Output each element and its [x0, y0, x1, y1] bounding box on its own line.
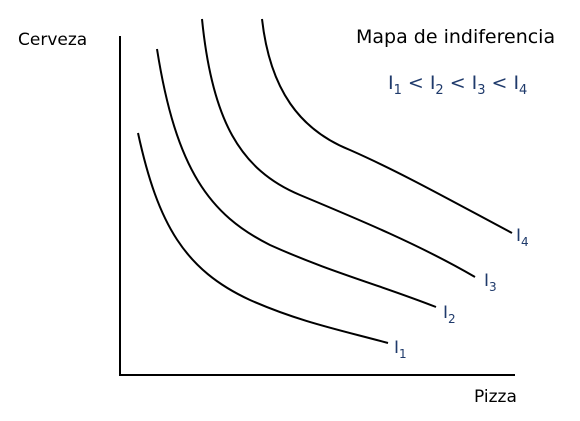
ordering-sub-2: 2 — [435, 83, 443, 98]
indifference-curve-3 — [201, 18, 476, 278]
ordering-sep-2: < — [450, 72, 466, 94]
ordering-letter-3: I — [472, 72, 478, 94]
curve-label-4: I4 — [516, 226, 529, 249]
indifference-curve-2 — [156, 48, 437, 308]
ordering-legend: I1<I2<I3<I4 — [388, 72, 527, 98]
indifference-curve-4 — [261, 18, 513, 234]
curve-label-3: I3 — [484, 271, 497, 294]
ordering-sep-1: < — [408, 72, 424, 94]
x-axis-label: Pizza — [474, 387, 517, 407]
ordering-letter-4: I — [513, 72, 519, 94]
ordering-letter-2: I — [430, 72, 436, 94]
curve-label-2: I2 — [443, 303, 456, 326]
ordering-sub-3: 3 — [477, 83, 485, 98]
y-axis-label: Cerveza — [18, 30, 87, 50]
curve-label-1: I1 — [394, 338, 407, 361]
diagram-title: Mapa de indiferencia — [356, 26, 555, 48]
ordering-sub-1: 1 — [394, 83, 402, 98]
ordering-sub-4: 4 — [519, 83, 527, 98]
ordering-sep-3: < — [492, 72, 508, 94]
ordering-letter-1: I — [388, 72, 394, 94]
indifference-curve-1 — [137, 132, 389, 344]
